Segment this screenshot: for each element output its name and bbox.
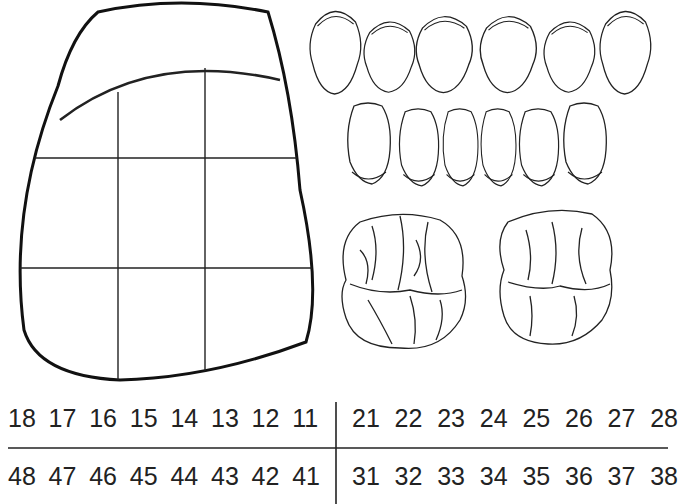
tooth-number: 36 (565, 462, 593, 490)
tooth-number: 24 (480, 404, 508, 432)
tooth-number: 46 (89, 462, 117, 490)
tooth-number: 18 (8, 404, 36, 432)
tooth-number: 44 (170, 462, 198, 490)
tooth-number: 26 (565, 404, 593, 432)
tooth-number: 15 (130, 404, 158, 432)
tooth-number: 48 (8, 462, 36, 490)
tooth-number: 21 (352, 404, 380, 432)
palate-outline (20, 3, 313, 380)
tooth-number: 33 (437, 462, 465, 490)
palate-grid (10, 68, 320, 385)
tooth-number: 27 (608, 404, 636, 432)
tooth-number: 22 (395, 404, 423, 432)
tooth-number: 42 (252, 462, 280, 490)
tooth-number: 23 (437, 404, 465, 432)
molar-teeth (342, 210, 612, 348)
tooth-number: 11 (292, 404, 318, 432)
tooth-number: 43 (211, 462, 239, 490)
tooth-number: 16 (89, 404, 117, 432)
tooth-number: 45 (130, 462, 158, 490)
tooth-number: 28 (650, 404, 678, 432)
tooth-number: 31 (352, 462, 380, 490)
lower-teeth (348, 103, 607, 186)
quadrant-lines (8, 402, 668, 504)
tooth-number: 35 (522, 462, 550, 490)
upper-teeth (310, 11, 651, 94)
tooth-number: 17 (49, 404, 77, 432)
tooth-number: 13 (211, 404, 239, 432)
tooth-number: 37 (608, 462, 636, 490)
tooth-number: 25 (522, 404, 550, 432)
tooth-number: 12 (252, 404, 280, 432)
tooth-number: 41 (292, 462, 320, 490)
tooth-number: 14 (170, 404, 198, 432)
tooth-number: 47 (49, 462, 77, 490)
tooth-number: 38 (650, 462, 678, 490)
tooth-number: 34 (480, 462, 508, 490)
tooth-number: 32 (395, 462, 423, 490)
